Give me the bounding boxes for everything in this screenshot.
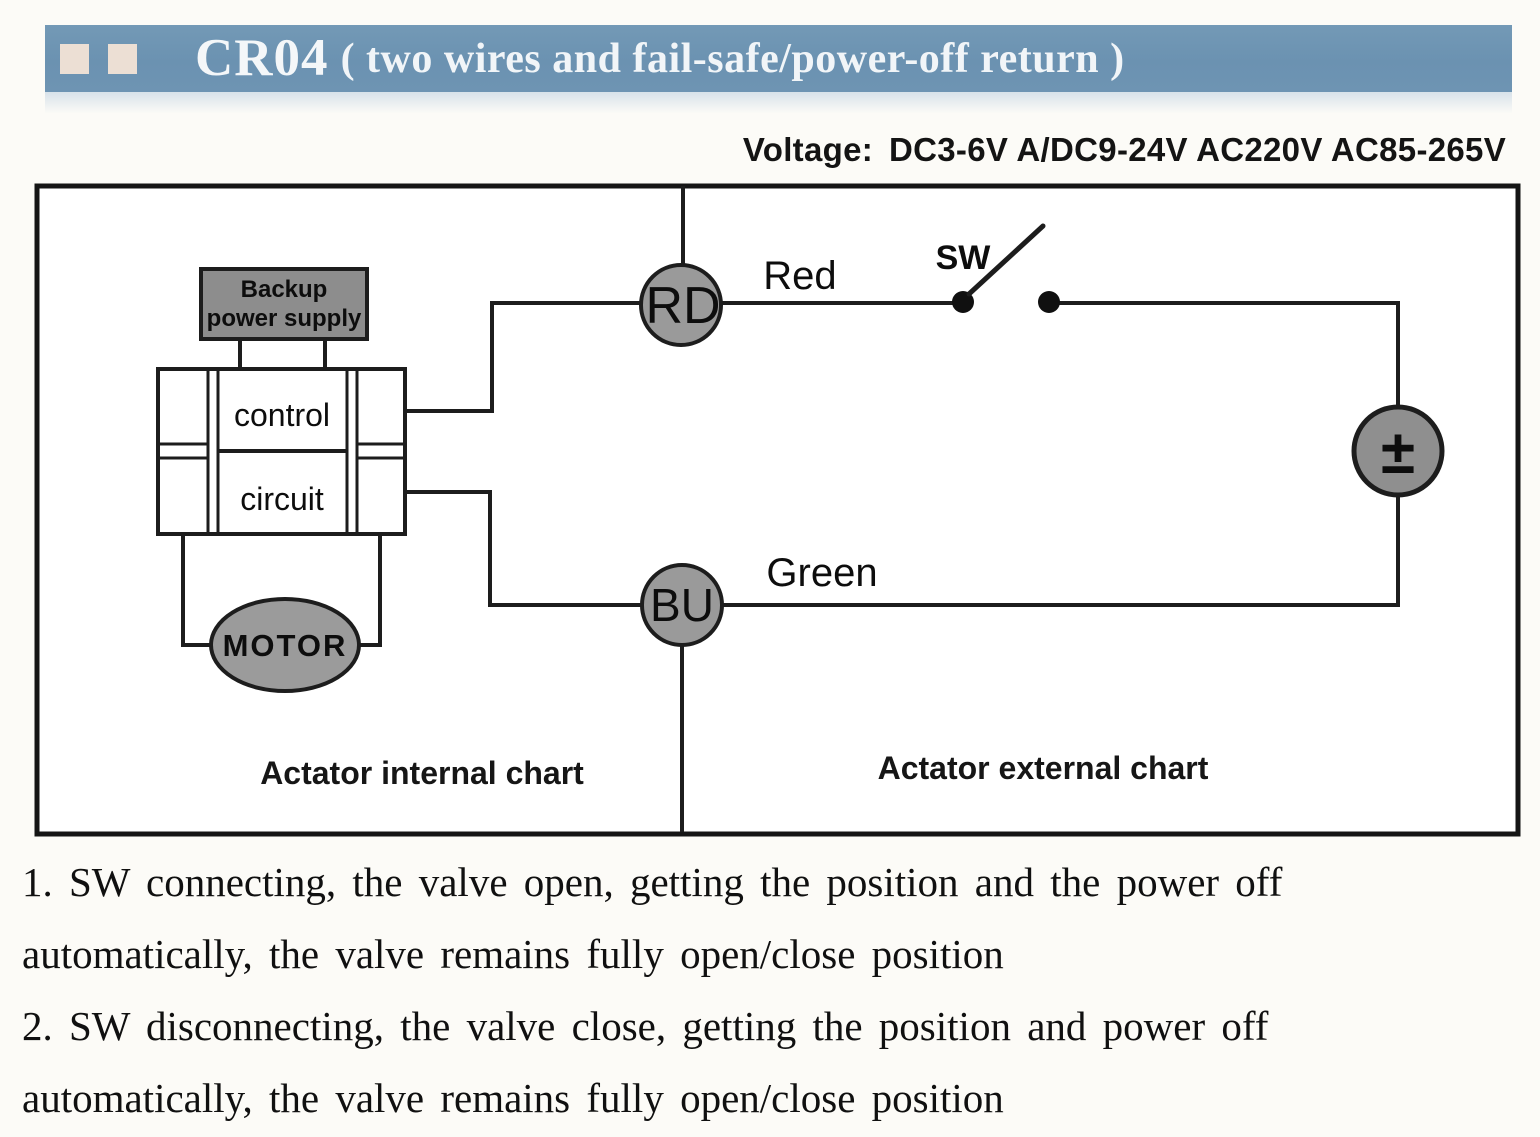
- rd-terminal-circle: [639, 263, 723, 347]
- voltage-value: DC3-6V A/DC9-24V AC220V AC85-265V: [889, 131, 1506, 168]
- power-source-symbol: ±: [1381, 418, 1415, 487]
- deco-square-icon: [108, 43, 137, 74]
- green-wire-label: Green: [766, 551, 877, 595]
- circuit-label: circuit: [240, 481, 324, 517]
- header-subtitle: ( two wires and fail-safe/power-off retu…: [340, 35, 1125, 82]
- switch-label: SW: [936, 239, 992, 277]
- header-shadow: [45, 92, 1512, 116]
- note-line-4: automatically, the valve remains fully o…: [22, 1075, 1004, 1121]
- wire-switch-to-power: [1052, 301, 1400, 409]
- bu-terminal-label: BU: [650, 579, 714, 631]
- backup-power-supply-box: [199, 267, 369, 341]
- note-line-1: 1. SW connecting, the valve open, gettin…: [22, 859, 1283, 905]
- switch-contact-left: [952, 291, 974, 313]
- motor-label: MOTOR: [223, 628, 348, 663]
- switch-contact-right: [1038, 291, 1060, 313]
- wire-motor-right: [357, 534, 382, 647]
- wire-control-to-rd: [405, 301, 645, 413]
- internal-chart-caption: Actator internal chart: [260, 755, 584, 791]
- voltage-label: Voltage:: [742, 131, 874, 168]
- switch-sw: SW: [936, 223, 1060, 313]
- note-line-2: automatically, the valve remains fully o…: [22, 931, 1004, 977]
- motor-ellipse: [209, 597, 361, 693]
- bu-terminal-circle: [640, 563, 724, 647]
- note-line-3: 2. SW disconnecting, the valve close, ge…: [22, 1003, 1269, 1049]
- control-label: control: [234, 397, 330, 433]
- backup-label-line1: Backup: [241, 276, 328, 303]
- actuator-body: control circuit: [156, 367, 407, 536]
- wire-green: [722, 493, 1400, 607]
- red-wire-label: Red: [763, 254, 836, 298]
- wire-motor-left: [181, 534, 213, 647]
- wire-circuit-to-bu: [405, 490, 646, 607]
- deco-square-icon: [60, 43, 89, 74]
- rd-terminal-label: RD: [645, 277, 720, 335]
- backup-label-line2: power supply: [207, 305, 362, 332]
- power-source-circle: [1351, 404, 1445, 498]
- voltage-spec: Voltage: DC3-6V A/DC9-24V AC220V AC85-265…: [743, 131, 1506, 169]
- external-chart-caption: Actator external chart: [878, 750, 1209, 786]
- header-bar: CR04 ( two wires and fail-safe/power-off…: [45, 25, 1512, 92]
- product-code: CR04: [195, 29, 329, 87]
- notes-block: 1. SW connecting, the valve open, gettin…: [22, 849, 1522, 1137]
- switch-blade: [966, 223, 1046, 297]
